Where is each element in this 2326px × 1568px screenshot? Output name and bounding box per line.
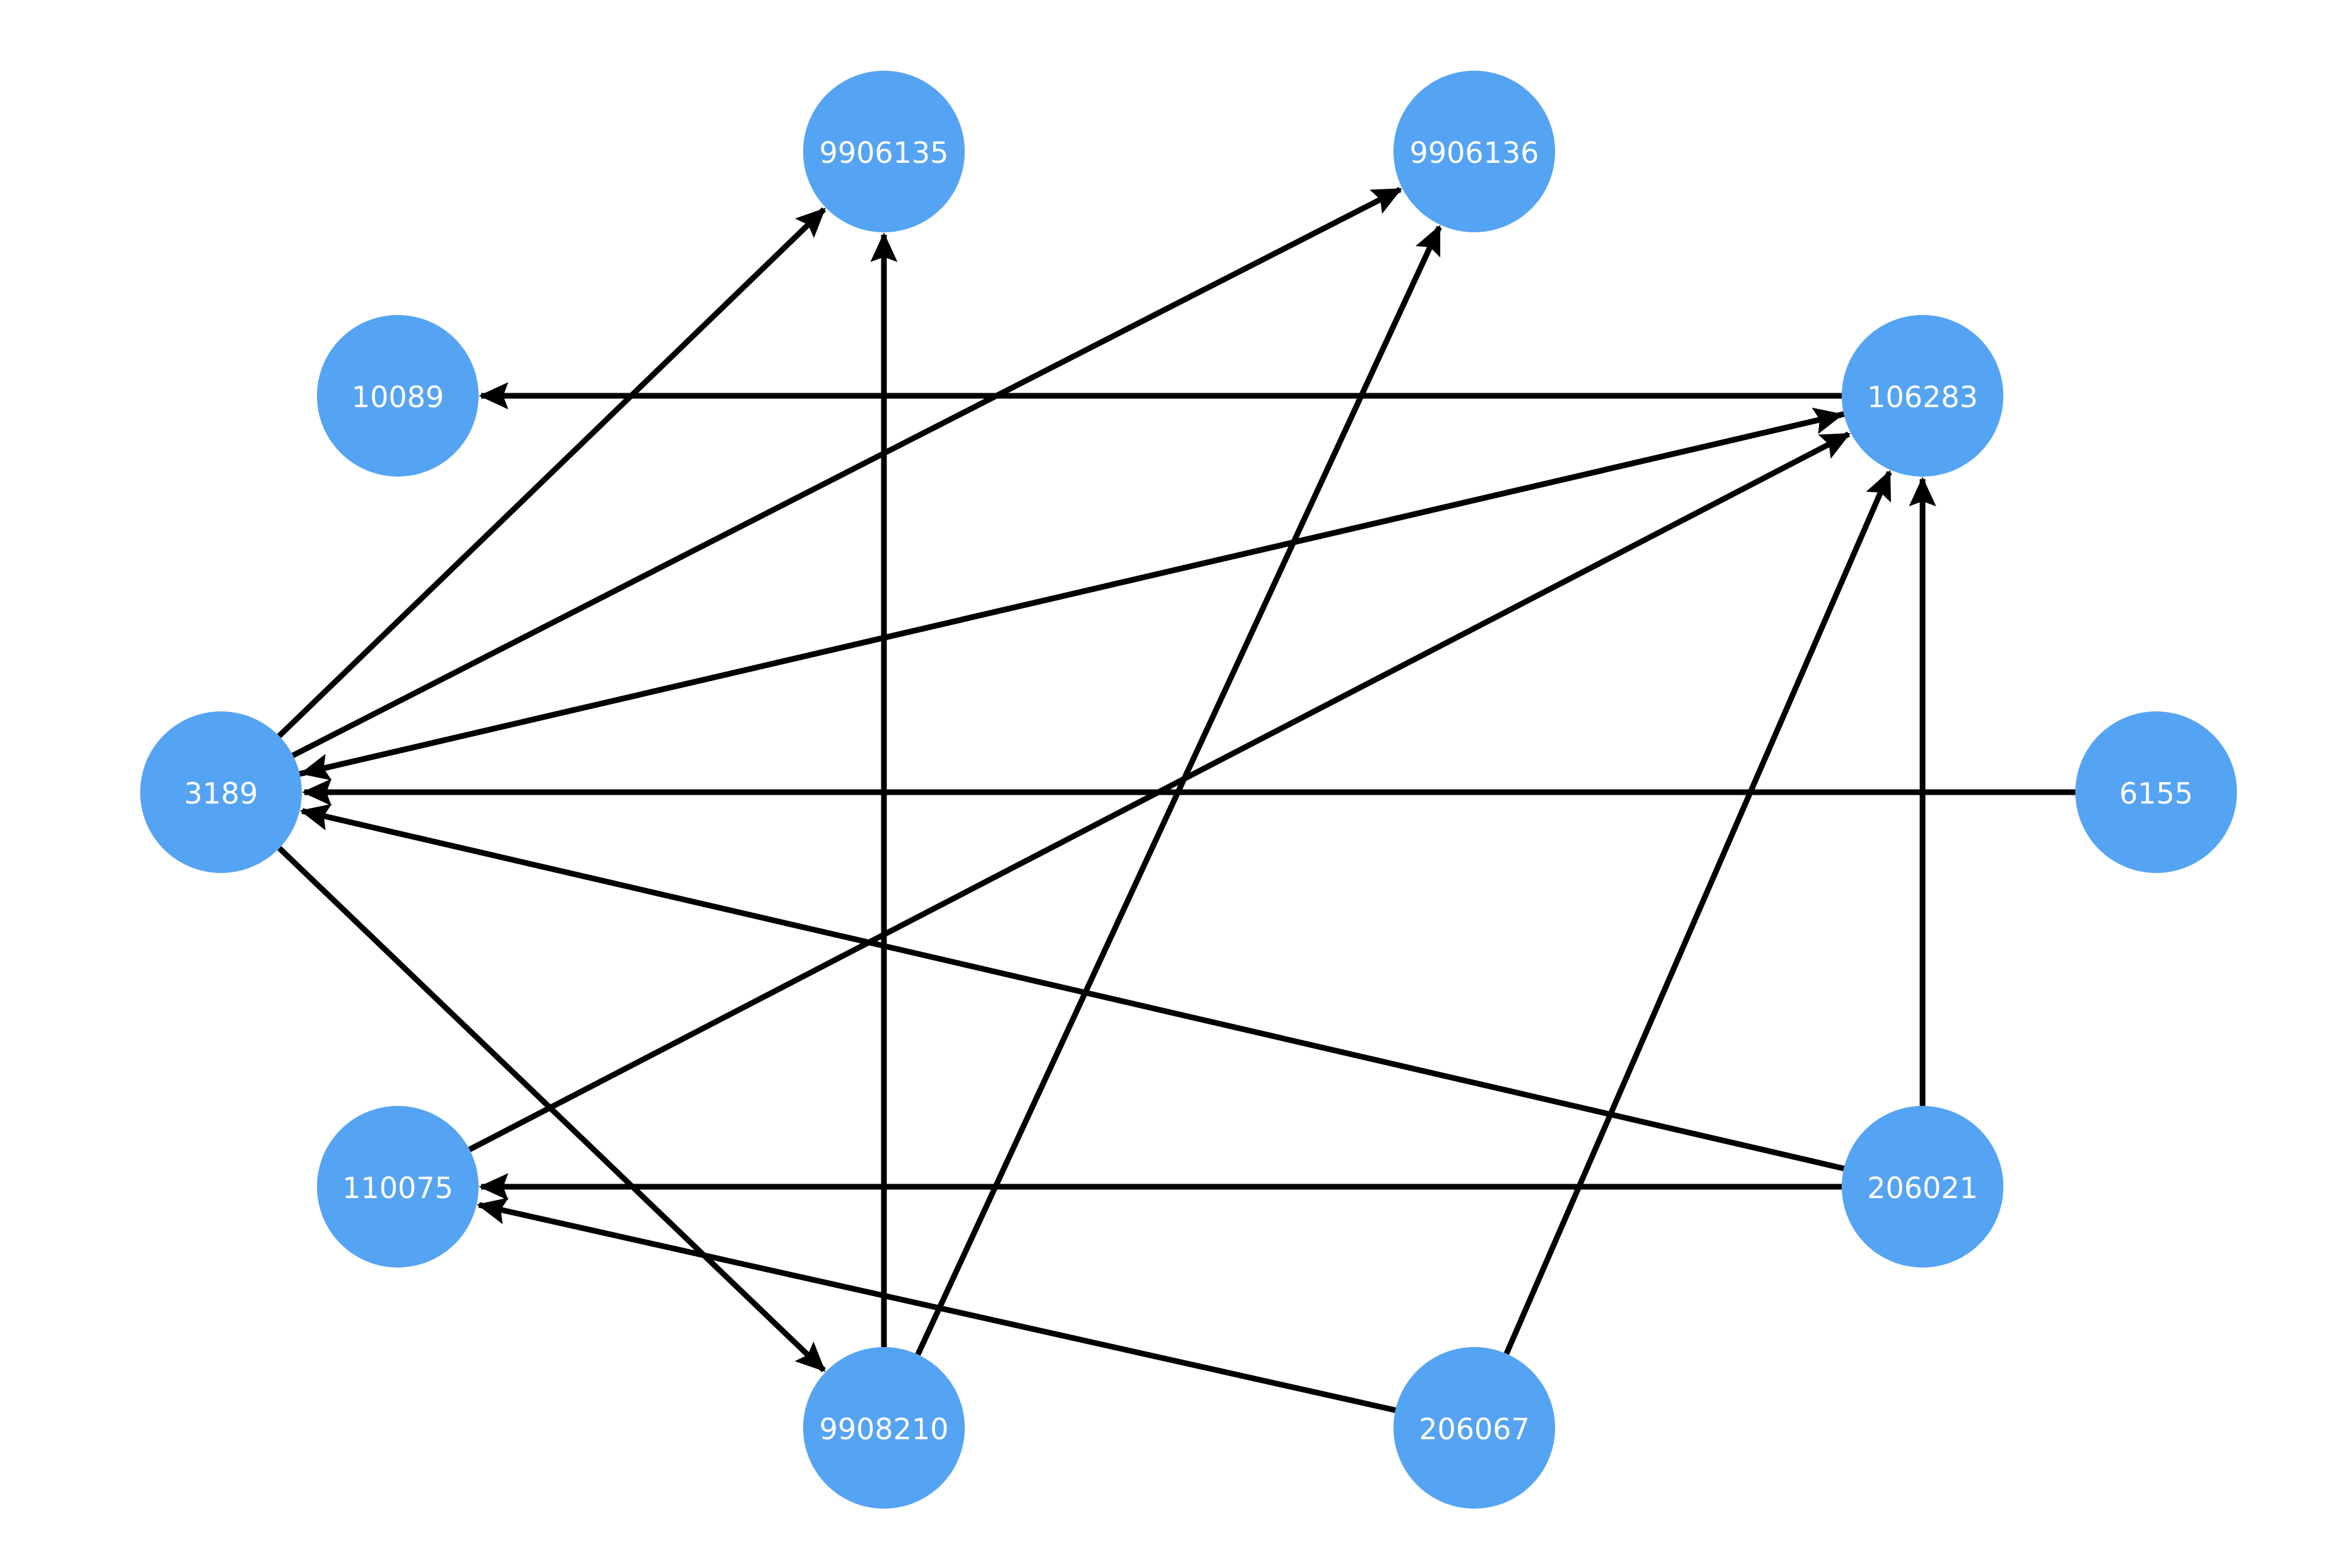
graph-node-9906135[interactable]: 9906135 <box>803 71 965 232</box>
graph-node-106283[interactable]: 106283 <box>1842 315 2003 477</box>
graph-edge <box>291 187 1402 758</box>
graph-node-206067[interactable]: 206067 <box>1393 1347 1555 1509</box>
node-circle[interactable] <box>1393 1347 1555 1509</box>
graph-node-10089[interactable]: 10089 <box>317 315 479 477</box>
graph-edge <box>299 804 1845 1172</box>
graph-node-9908210[interactable]: 9908210 <box>803 1347 965 1509</box>
node-circle[interactable] <box>803 1347 965 1509</box>
node-circle[interactable] <box>1393 71 1555 232</box>
node-circle[interactable] <box>2075 711 2237 873</box>
node-circle[interactable] <box>803 71 965 232</box>
graph-node-6155[interactable]: 6155 <box>2075 711 2237 873</box>
node-circle[interactable] <box>1842 315 2003 477</box>
edge-layer <box>277 187 2075 1413</box>
node-circle[interactable] <box>317 1106 479 1268</box>
graph-node-206021[interactable]: 206021 <box>1842 1106 2003 1268</box>
graph-edge <box>277 207 826 739</box>
graph-node-3189[interactable]: 3189 <box>140 711 302 873</box>
graph-edge <box>299 411 1845 781</box>
graph-edge <box>477 1197 1397 1413</box>
node-circle[interactable] <box>317 315 479 477</box>
node-layer: 9906135 9906136 10089 106283 3189 6155 110075 2… <box>140 71 2237 1509</box>
graph-node-110075[interactable]: 110075 <box>317 1106 479 1268</box>
graph-edge <box>468 431 1851 1153</box>
node-circle[interactable] <box>1842 1106 2003 1268</box>
graph-node-9906136[interactable]: 9906136 <box>1393 71 1555 232</box>
graph-edge <box>1503 470 1892 1355</box>
node-circle[interactable] <box>140 711 302 873</box>
